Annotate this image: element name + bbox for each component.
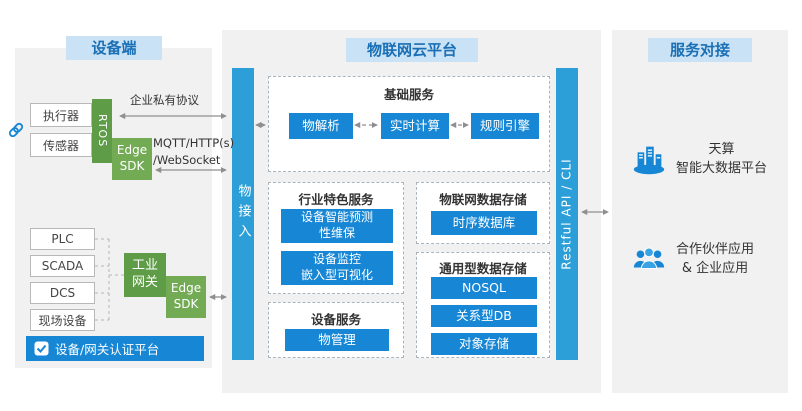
bigdata-platform-label: 天算 智能大数据平台	[676, 140, 767, 179]
private-protocol-label: 企业私有协议	[130, 93, 199, 107]
partner-apps-item: 合作伙伴应用 & 企业应用	[630, 236, 782, 282]
label-line: 设备智能预测	[300, 210, 373, 225]
field-device-box-plc: PLC	[30, 228, 95, 250]
thing-access-label: 物接入	[235, 184, 251, 244]
iot-storage-group: 物联网数据存储 时序数据库	[416, 182, 550, 244]
actuator-box: 执行器	[30, 103, 92, 127]
general-storage-group: 通用型数据存储 NOSQL 关系型DB 对象存储	[416, 252, 550, 358]
label-line: 合作伙伴应用	[676, 241, 755, 257]
link-icon	[8, 122, 24, 141]
building-icon	[630, 140, 668, 178]
field-device-box-site: 现场设备	[30, 309, 95, 331]
gateway-edge-sdk-box: Edge SDK	[166, 276, 206, 318]
service-button-rule-engine: 规则引擎	[471, 113, 539, 139]
websocket-label: /WebSocket	[153, 153, 221, 167]
restful-api-label: Restful API / CLI	[560, 158, 575, 270]
field-device-box-scada: SCADA	[30, 255, 95, 277]
industry-services-title: 行业特色服务	[298, 192, 374, 207]
restful-api-bar: Restful API / CLI	[556, 68, 578, 360]
service-button-monitoring-visualization: 设备监控 嵌入型可视化	[281, 251, 393, 285]
service-button-realtime-computing: 实时计算	[381, 113, 449, 139]
label-line: & 企业应用	[681, 261, 749, 276]
rtos-label: RTOS	[96, 114, 110, 148]
industry-services-group: 行业特色服务 设备智能预测 性维保 设备监控 嵌入型可视化	[268, 182, 404, 294]
rtos-box: RTOS	[92, 99, 112, 163]
device-panel-title: 设备端	[66, 36, 162, 60]
field-device-box-dcs: DCS	[30, 282, 95, 304]
service-button-predictive-maintenance: 设备智能预测 性维保	[281, 209, 393, 243]
basic-services-title: 基础服务	[383, 87, 434, 102]
service-button-timeseries-db: 时序数据库	[431, 211, 537, 235]
service-panel	[612, 30, 788, 393]
thing-access-bar: 物接入	[232, 68, 254, 360]
shield-check-icon	[34, 341, 49, 356]
service-button-object-storage: 对象存储	[431, 333, 537, 355]
industrial-gateway-box: 工业网关	[124, 253, 166, 297]
service-button-thing-parsing: 物解析	[289, 113, 353, 139]
service-button-relational-db: 关系型DB	[431, 305, 537, 327]
iot-storage-title: 物联网数据存储	[439, 192, 527, 207]
auth-platform-bar: 设备/网关认证平台	[26, 336, 204, 361]
service-panel-title: 服务对接	[648, 38, 752, 62]
mqtt-label: MQTT/HTTP(s)	[153, 136, 235, 150]
general-storage-title: 通用型数据存储	[439, 261, 527, 276]
partner-apps-label: 合作伙伴应用 & 企业应用	[676, 240, 754, 279]
auth-platform-label: 设备/网关认证平台	[55, 342, 160, 357]
people-icon	[630, 240, 668, 278]
basic-services-group: 基础服务 物解析 实时计算 规则引擎	[268, 76, 550, 172]
device-services-title: 设备服务	[310, 312, 361, 327]
bigdata-platform-item: 天算 智能大数据平台	[630, 136, 782, 182]
label-line: 天算	[708, 141, 735, 157]
cloud-panel-title: 物联网云平台	[346, 38, 478, 62]
edge-sdk-box: Edge SDK	[112, 138, 152, 180]
label-line: 性维保	[318, 226, 355, 240]
sensor-box: 传感器	[30, 133, 92, 157]
label-line: 设备监控	[312, 252, 361, 267]
service-button-nosql: NOSQL	[431, 277, 537, 299]
label-line: 智能大数据平台	[676, 161, 768, 176]
device-services-group: 设备服务 物管理	[268, 302, 404, 358]
label-line: 嵌入型可视化	[300, 268, 373, 282]
service-button-thing-management: 物管理	[285, 329, 389, 351]
